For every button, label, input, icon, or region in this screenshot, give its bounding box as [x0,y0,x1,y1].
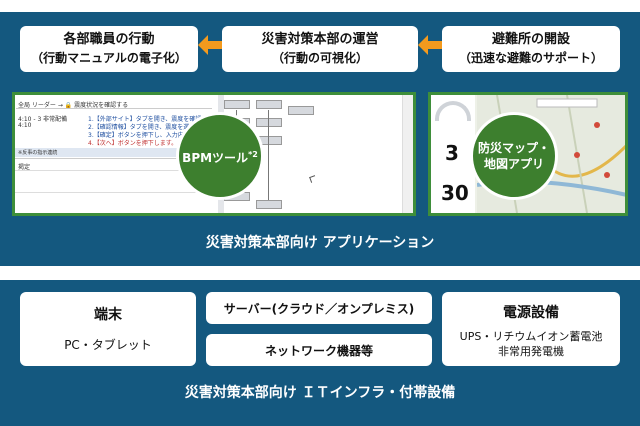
network-box: ネットワーク機器等 [206,334,432,366]
power-line-1: UPS・リチウムイオン蓄電池 [459,330,603,343]
bpm-status: 掲定 [18,164,31,171]
double-arrow-icon [418,35,464,55]
terminal-title: 端末 [94,307,122,323]
shelter-opening-title: 避難所の開設 [491,32,570,47]
power-box: 電源設備 UPS・リチウムイオン蓄電池 非常用発電機 [442,292,620,366]
staff-action-subtitle: （行動マニュアルの電子化） [31,51,187,65]
bpm-step-4: 4.【次へ】ボタンを押下します。 [88,140,178,147]
shelter-opening-box: 避難所の開設 （迅速な避難のサポート） [442,26,620,72]
server-label: サーバー(クラウド／オンプレミス) [223,302,415,316]
bpm-step-2: 2.【確認情報】タブを開き、震度を選択し [88,124,202,131]
power-title: 電源設備 [503,305,559,321]
bpm-tool-label: BPMツール [182,150,249,165]
hq-operation-box: 災害対策本部の運営 （行動の可視化） [222,26,418,72]
bpm-tool-badge: BPMツール*2 [176,112,264,200]
terminal-box: 端末 PC・タブレット [20,292,196,366]
hq-operation-subtitle: （行動の可視化） [271,51,368,65]
map-app-label-1: 防災マップ・ [477,141,550,155]
power-line-2: 非常用発電機 [498,345,564,358]
bpm-step-3: 3.【確定】ボタンを押下し、入力内容を確 [88,132,202,139]
terminal-body: PC・タブレット [64,338,152,352]
bpm-tab-label: ※反事の指示連続 [18,150,58,156]
map-app-label-2: 地図アプリ [483,157,544,171]
bpm-time-1: 4:10 - 3 非常配備 [18,116,68,123]
bpm-time-2: 4:10 [18,122,32,129]
hq-operation-title: 災害対策本部の運営 [261,32,379,47]
map-app-badge: 防災マップ・ 地図アプリ [470,112,558,200]
network-label: ネットワーク機器等 [264,344,373,358]
staff-action-box: 各部職員の行動 （行動マニュアルの電子化） [20,26,198,72]
infra-panel-title: 災害対策本部向け ＩＴインフラ・付帯設備 [184,385,456,401]
shelter-opening-subtitle: （迅速な避難のサポート） [458,51,603,65]
server-box: サーバー(クラウド／オンプレミス) [206,292,432,324]
bpm-footnote: *2 [248,149,258,159]
map-count-2: 30 [441,181,469,205]
staff-action-title: 各部職員の行動 [63,32,155,47]
bpm-task-header: 全局 リーダー → 🔒 震度状況を確認する [18,102,129,109]
application-panel-title: 災害対策本部向け アプリケーション [205,235,435,251]
map-count-1: 3 [445,141,459,165]
bpm-step-1: 1.【外部サイト】タブを開き、震度を確認し [88,116,208,123]
double-arrow-icon [198,35,244,55]
